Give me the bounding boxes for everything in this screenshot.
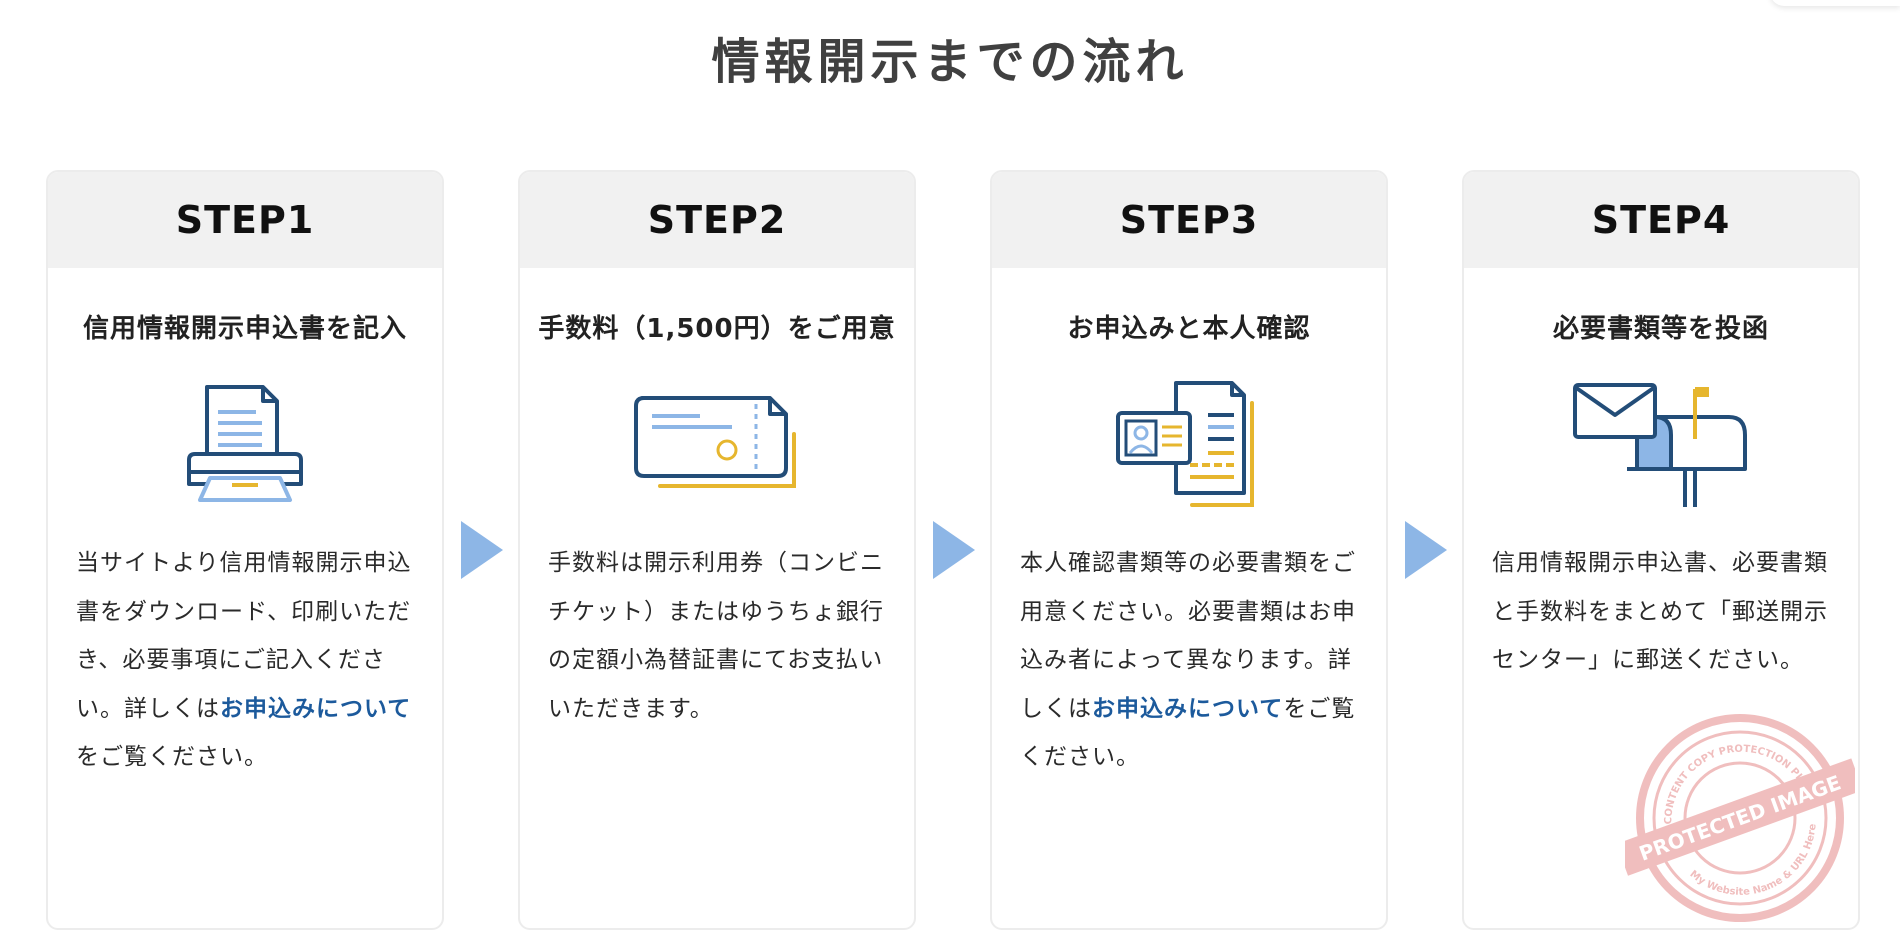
next-arrow-icon xyxy=(1405,521,1447,579)
step-card-3: STEP3 お申込みと本人確認 本人確認書類等の必要書類をご用意ください。必要書… xyxy=(990,170,1388,930)
protected-image-watermark: WP CONTENT COPY PROTECTION PLUGIN My Web… xyxy=(1625,710,1855,922)
apply-info-link[interactable]: お申込みについて xyxy=(220,695,412,722)
step-label: STEP2 xyxy=(647,198,787,242)
corner-tab xyxy=(1770,0,1900,6)
step-header: STEP3 xyxy=(992,172,1386,268)
step-label: STEP3 xyxy=(1119,198,1259,242)
step-description: 当サイトより信用情報開示申込書をダウンロード、印刷いただき、必要事項にご記入くだ… xyxy=(76,539,414,782)
step-title: 手数料（1,500円）をご用意 xyxy=(538,314,896,344)
step-description: 手数料は開示利用券（コンビニチケット）またはゆうちょ銀行の定額小為替証書にてお支… xyxy=(548,550,884,722)
apply-info-link[interactable]: お申込みについて xyxy=(1092,695,1284,722)
step-header: STEP2 xyxy=(520,172,914,268)
step-title: 必要書類等を投函 xyxy=(1552,314,1769,344)
step-title: お申込みと本人確認 xyxy=(1067,314,1311,344)
next-arrow-icon xyxy=(933,521,975,579)
step-card-2: STEP2 手数料（1,500円）をご用意 手数料は開示利用券（コンビニチケット… xyxy=(518,170,916,930)
step-header: STEP4 xyxy=(1464,172,1858,268)
next-arrow-icon xyxy=(461,521,503,579)
desc-text: 当サイトより信用情報開示申込書をダウンロード、印刷いただき、必要事項にご記入くだ… xyxy=(76,550,412,722)
desc-text: 本人確認書類等の必要書類をご用意ください。必要書類はお申込み者によって異なります… xyxy=(1020,550,1356,722)
step-description: 信用情報開示申込書、必要書類と手数料をまとめて「郵送開示センター」に郵送ください… xyxy=(1492,550,1828,673)
step-card-1: STEP1 信用情報開示申込書を記入 当サイトより信用情報開示申込書をダウンロー… xyxy=(46,170,444,930)
ticket-icon xyxy=(520,369,914,519)
desc-text: をご覧ください。 xyxy=(1020,695,1356,771)
desc-text: をご覧ください。 xyxy=(76,744,268,770)
mailbox-icon xyxy=(1464,369,1858,519)
printer-icon xyxy=(48,369,442,519)
step-title: 信用情報開示申込書を記入 xyxy=(82,314,407,344)
step-description: 本人確認書類等の必要書類をご用意ください。必要書類はお申込み者によって異なります… xyxy=(1020,539,1358,782)
id-documents-icon xyxy=(992,369,1386,519)
step-label: STEP1 xyxy=(175,198,315,242)
step-label: STEP4 xyxy=(1591,198,1731,242)
page-title: 情報開示までの流れ xyxy=(711,34,1189,90)
step-header: STEP1 xyxy=(48,172,442,268)
